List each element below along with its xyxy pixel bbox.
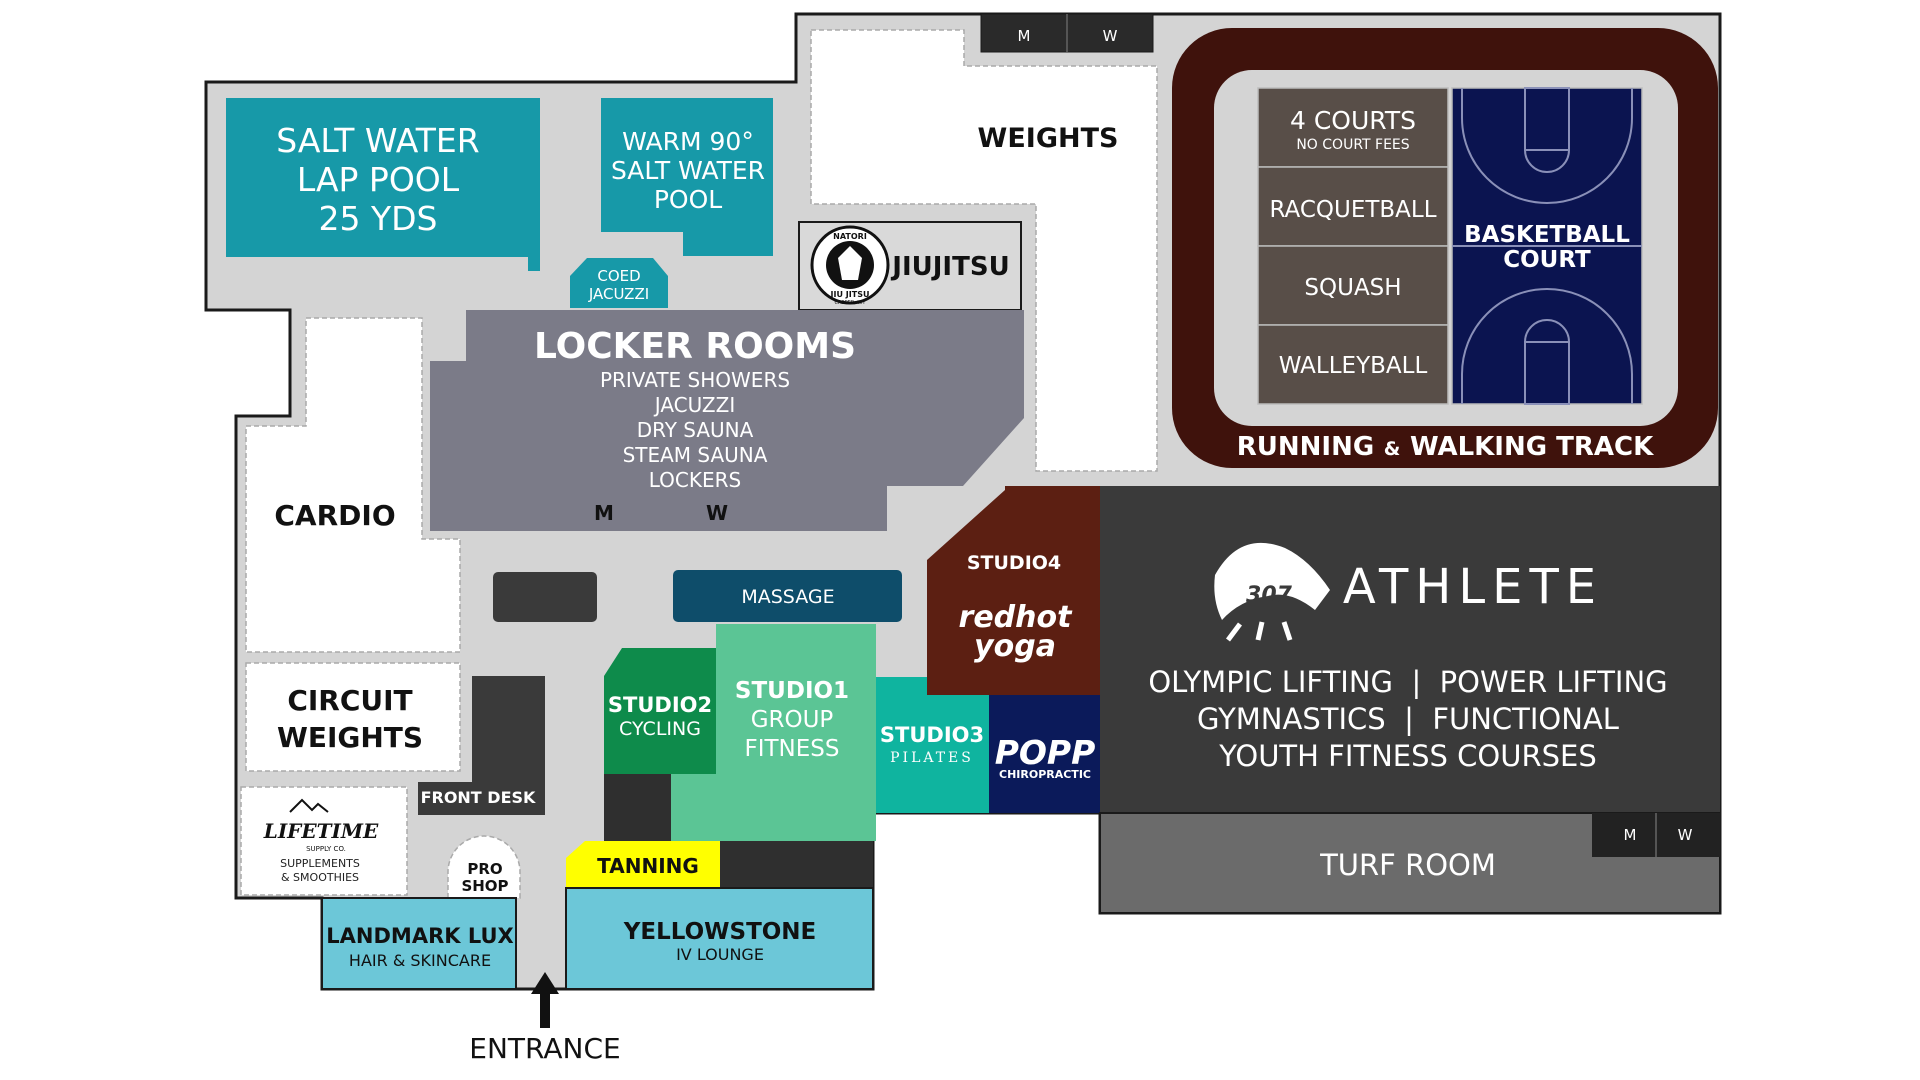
- cardio-area: CARDIO: [245, 317, 461, 653]
- studio1-label-3: FITNESS: [745, 736, 840, 762]
- weights-area: WEIGHTS: [810, 29, 1158, 472]
- coed-jacuzzi-label-2: JACUZZI: [588, 285, 649, 303]
- cardio-label: CARDIO: [274, 499, 395, 532]
- popp-name: POPP: [995, 733, 1096, 772]
- locker-men-label: M: [594, 501, 614, 525]
- four-courts-label: 4 COURTS: [1290, 106, 1416, 135]
- entrance: ENTRANCE: [469, 972, 621, 1065]
- restroom-men-top: M: [1018, 27, 1031, 45]
- yellowstone-iv-lounge: YELLOWSTONE IV LOUNGE: [565, 887, 874, 990]
- entrance-arrow-icon: [531, 972, 559, 1028]
- landmark-lux: LANDMARK LUX HAIR & SKINCARE: [321, 897, 517, 990]
- warm-salt-water-pool: WARM 90° SALT WATER POOL: [601, 98, 773, 256]
- jiujitsu-logo-top: NATORI: [833, 232, 867, 241]
- restroom-women-turf: W: [1678, 826, 1693, 844]
- squash-label: SQUASH: [1304, 275, 1401, 301]
- tanning: TANNING: [566, 841, 873, 888]
- tanning-label: TANNING: [597, 854, 699, 878]
- jiujitsu-logo-city: CASPER, WY: [835, 300, 867, 306]
- studio2-cycling: STUDIO2 CYCLING: [604, 648, 716, 774]
- studio4-red-hot-yoga: STUDIO4 redhot yoga: [927, 486, 1100, 695]
- salt-water-lap-pool: SALT WATER LAP POOL 25 YDS: [226, 98, 540, 271]
- mountain-icon: [289, 798, 329, 813]
- front-desk-label: FRONT DESK: [421, 788, 536, 807]
- no-court-fees-label: NO COURT FEES: [1296, 137, 1409, 153]
- lifetime-sub: SUPPLY CO.: [306, 845, 346, 853]
- landmark-label-1: LANDMARK LUX: [326, 924, 513, 948]
- athlete-gym: 307 ATHLETE OLYMPIC LIFTING | POWER LIFT…: [1100, 486, 1720, 813]
- pro-shop: PRO SHOP: [447, 835, 521, 899]
- walleyball-label: WALLEYBALL: [1279, 353, 1428, 379]
- track-label: RUNNING & WALKING TRACK: [1237, 432, 1654, 462]
- pro-shop-label-1: PRO: [467, 860, 502, 878]
- locker-item-1: PRIVATE SHOWERS: [600, 368, 790, 392]
- popp-sub: CHIROPRACTIC: [999, 768, 1091, 781]
- lifetime-line-2: & SMOOTHIES: [281, 871, 359, 884]
- athlete-line-3: YOUTH FITNESS COURSES: [1218, 739, 1597, 773]
- studio2-label-2: CYCLING: [619, 718, 701, 740]
- massage-label: MASSAGE: [741, 586, 834, 608]
- athlete-line-1: OLYMPIC LIFTING | POWER LIFTING: [1148, 665, 1667, 699]
- jiujitsu-logo-bottom: JIU JITSU: [830, 290, 870, 299]
- locker-rooms-title: LOCKER ROOMS: [534, 326, 856, 367]
- jiujitsu-studio: NATORI JIU JITSU CASPER, WY JIUJITSU: [798, 221, 1022, 311]
- basketball-label-2: COURT: [1503, 247, 1591, 273]
- restrooms-top: M W: [980, 13, 1154, 53]
- entrance-label: ENTRANCE: [469, 1032, 620, 1065]
- studio4-logo-bottom: yoga: [974, 629, 1056, 664]
- locker-item-4: STEAM SAUNA: [623, 443, 768, 467]
- studio3-pilates: STUDIO3 PILATES: [876, 677, 989, 813]
- locker-item-3: DRY SAUNA: [637, 418, 754, 442]
- storage-block: [604, 774, 671, 841]
- weights-label: WEIGHTS: [978, 123, 1119, 154]
- courts-block: 4 COURTS NO COURT FEES RACQUETBALL SQUAS…: [1257, 87, 1643, 405]
- warm-pool-label-2: SALT WATER: [611, 156, 765, 185]
- locker-item-5: LOCKERS: [649, 468, 741, 492]
- warm-pool-label-3: POOL: [654, 185, 722, 214]
- landmark-label-2: HAIR & SKINCARE: [349, 951, 491, 970]
- eagle-logo-icon: 307: [1214, 542, 1330, 642]
- studio3-label-1: STUDIO3: [880, 723, 984, 747]
- studio1-group-fitness: STUDIO1 GROUP FITNESS: [671, 624, 876, 841]
- racquetball-label: RACQUETBALL: [1269, 197, 1436, 223]
- warm-pool-label-1: WARM 90°: [622, 127, 754, 156]
- studio3-label-2: PILATES: [890, 750, 974, 766]
- turf-room-label: TURF ROOM: [1319, 848, 1496, 882]
- studio2-label-1: STUDIO2: [608, 693, 712, 717]
- lap-pool-label-3: 25 YDS: [319, 199, 438, 238]
- restroom-women-top: W: [1103, 27, 1118, 45]
- yellowstone-label-1: YELLOWSTONE: [623, 919, 817, 945]
- circuit-weights-label-2: WEIGHTS: [277, 721, 423, 754]
- locker-women-label: W: [706, 501, 728, 525]
- restroom-men-turf: M: [1624, 826, 1637, 844]
- studio4-logo-top: redhot: [959, 600, 1074, 635]
- athlete-title: ATHLETE: [1343, 559, 1603, 615]
- studio1-label-2: GROUP: [751, 707, 834, 733]
- yellowstone-label-2: IV LOUNGE: [676, 945, 764, 964]
- lifetime-supply: LIFETIME SUPPLY CO. SUPPLEMENTS & SMOOTH…: [240, 786, 408, 896]
- coed-jacuzzi-label-1: COED: [597, 267, 640, 285]
- studio1-label-1: STUDIO1: [735, 678, 849, 704]
- jiujitsu-label: JIUJITSU: [890, 252, 1009, 282]
- pro-shop-label-2: SHOP: [461, 877, 508, 895]
- circuit-weights-area: CIRCUIT WEIGHTS: [245, 662, 461, 772]
- athlete-line-2: GYMNASTICS | FUNCTIONAL: [1197, 702, 1619, 736]
- basketball-court: BASKETBALL COURT: [1451, 87, 1643, 405]
- lap-pool-label-2: LAP POOL: [297, 160, 460, 199]
- circuit-weights-label-1: CIRCUIT: [287, 684, 412, 717]
- lifetime-brand: LIFETIME: [263, 819, 379, 843]
- front-desk: FRONT DESK: [418, 572, 597, 815]
- coed-jacuzzi: COED JACUZZI: [570, 258, 668, 308]
- popp-chiropractic: POPP CHIROPRACTIC: [989, 695, 1100, 813]
- lap-pool-label-1: SALT WATER: [276, 121, 479, 160]
- lifetime-line-1: SUPPLEMENTS: [280, 857, 360, 870]
- locker-item-2: JACUZZI: [653, 393, 735, 417]
- athlete-logo-mark: 307: [1246, 583, 1293, 608]
- massage-room: MASSAGE: [673, 570, 902, 622]
- studio4-label: STUDIO4: [967, 552, 1061, 574]
- restrooms-turf: M W: [1592, 813, 1720, 857]
- basketball-label-1: BASKETBALL: [1464, 222, 1630, 248]
- locker-rooms: LOCKER ROOMS PRIVATE SHOWERS JACUZZI DRY…: [430, 310, 1024, 531]
